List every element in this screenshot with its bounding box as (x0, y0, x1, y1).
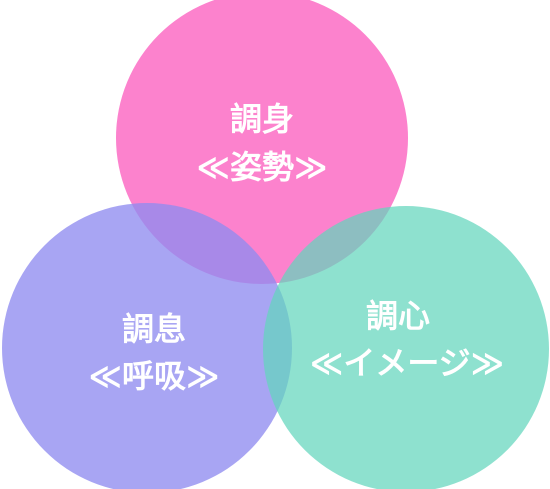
breathing-title: 調息 (122, 310, 186, 348)
posture-title: 調身 (230, 100, 294, 138)
breathing-subtitle: ≪呼吸≫ (88, 357, 219, 395)
mind-subtitle: ≪イメージ≫ (310, 344, 504, 382)
circle-breathing (2, 203, 292, 489)
circle-mind (263, 206, 549, 489)
posture-subtitle: ≪姿勢≫ (196, 148, 327, 186)
mind-title: 調心 (366, 297, 430, 335)
